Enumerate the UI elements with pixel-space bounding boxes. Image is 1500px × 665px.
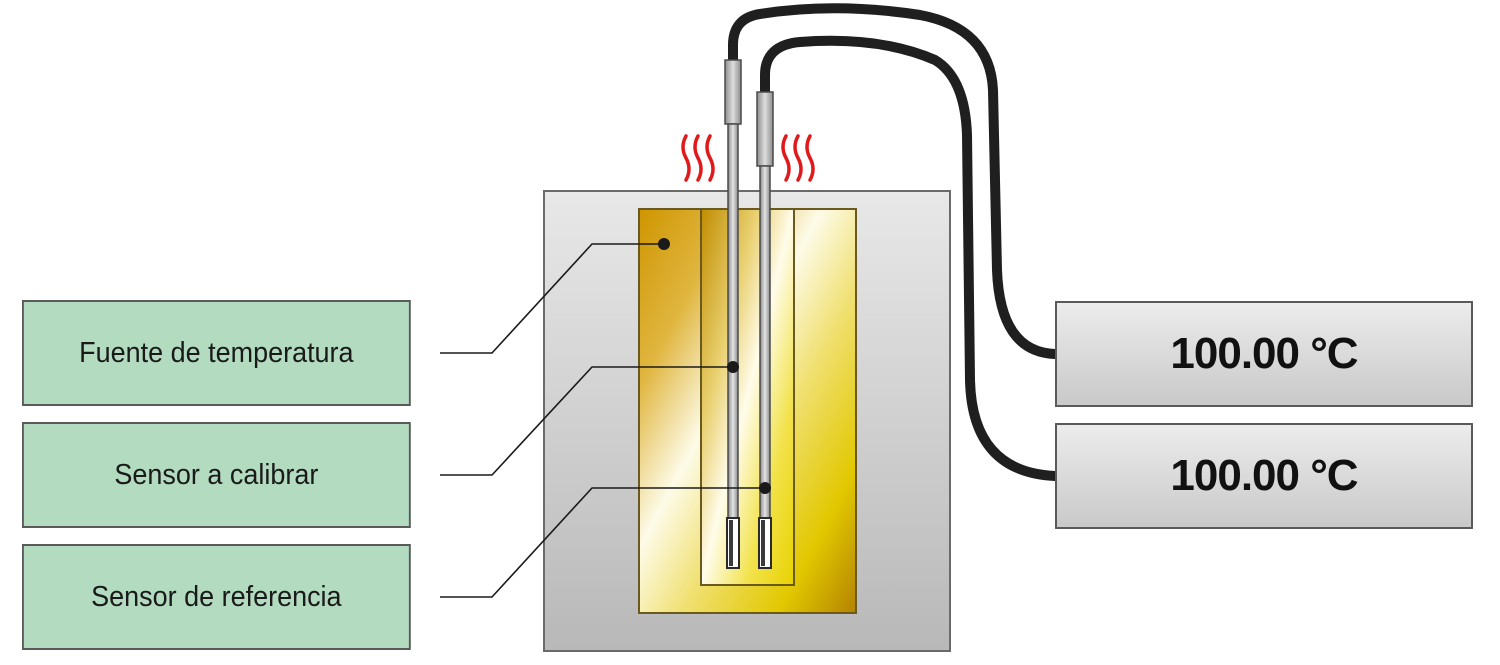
label-sensor-to-calibrate-text: Sensor a calibrar bbox=[114, 458, 319, 491]
label-reference-sensor: Sensor de referencia bbox=[22, 544, 411, 650]
cable-sensor-to-calibrate bbox=[728, 3, 1060, 359]
leader-dot-reference-sensor bbox=[759, 482, 771, 494]
reference-sensor-rod bbox=[759, 165, 771, 519]
reference-sensor-handle bbox=[756, 91, 774, 167]
sensor-to-calibrate-rod bbox=[727, 123, 739, 519]
sensor-well bbox=[700, 208, 795, 586]
heat-waves-right-icon bbox=[781, 134, 815, 182]
leader-line-reference-sensor bbox=[440, 487, 765, 598]
readout-reference-sensor: 100.00 °C bbox=[1055, 423, 1473, 529]
leader-dot-source bbox=[658, 238, 670, 250]
readout-reference-sensor-value: 100.00 °C bbox=[1170, 451, 1358, 500]
leader-line-sensor-to-calibrate bbox=[440, 366, 733, 476]
label-temperature-source: Fuente de temperatura bbox=[22, 300, 411, 406]
readout-sensor-to-calibrate-value: 100.00 °C bbox=[1170, 329, 1358, 378]
leader-dot-sensor-to-calibrate bbox=[727, 361, 739, 373]
label-sensor-to-calibrate: Sensor a calibrar bbox=[22, 422, 411, 528]
label-temperature-source-text: Fuente de temperatura bbox=[79, 336, 354, 369]
sensor-to-calibrate-handle bbox=[724, 59, 742, 125]
readout-sensor-to-calibrate: 100.00 °C bbox=[1055, 301, 1473, 407]
cable-reference-sensor bbox=[760, 35, 1060, 481]
label-reference-sensor-text: Sensor de referencia bbox=[91, 580, 342, 613]
heat-waves-left-icon bbox=[681, 134, 715, 182]
leader-line-source bbox=[440, 243, 664, 354]
